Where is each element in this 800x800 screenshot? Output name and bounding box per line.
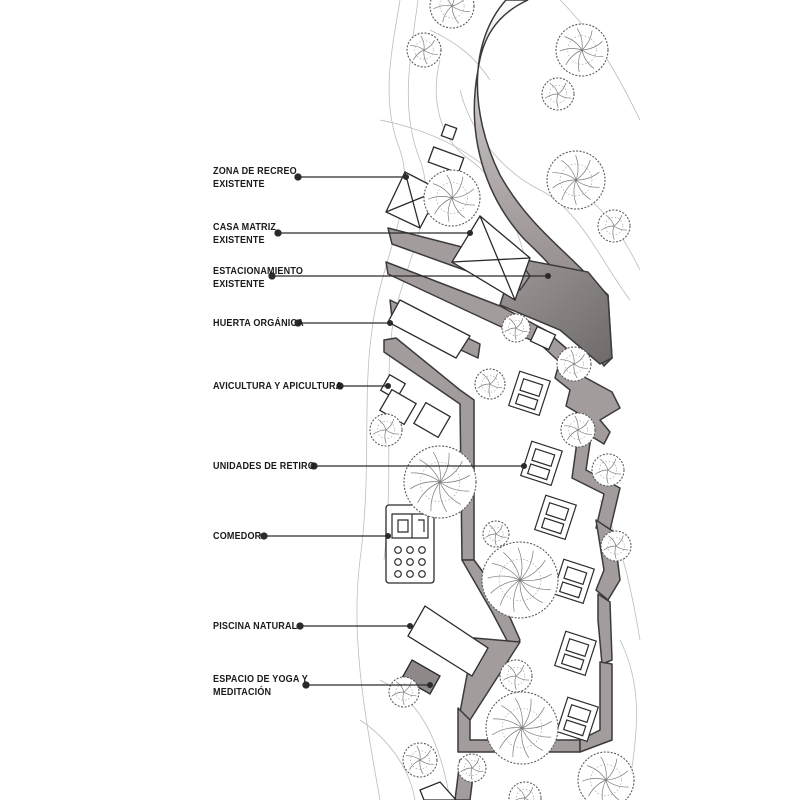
topographic-contours — [356, 0, 641, 800]
tree-icon — [388, 676, 420, 708]
label-zona-recreo-line2: EXISTENTE — [213, 177, 265, 190]
tree-icon — [402, 742, 438, 778]
label-avicultura-line1: AVICULTURA Y APICULTURA — [213, 380, 343, 392]
label-estacionamiento-line1: ESTACIONAMIENTO — [213, 265, 304, 277]
label-unidades-retiro-line1: UNIDADES DE RETIRO — [213, 460, 315, 472]
tree-icon — [577, 751, 635, 800]
label-huerta-line1: HUERTA ORGÁNICA — [213, 317, 304, 329]
label-unidades-retiro: UNIDADES DE RETIRO — [213, 460, 315, 473]
tree-icon — [501, 313, 531, 343]
label-estacionamiento: ESTACIONAMIENTO EXISTENTE — [213, 265, 303, 290]
label-comedor-line1: COMEDOR — [213, 530, 262, 542]
tree-icon — [481, 541, 559, 619]
tree-icon — [508, 781, 542, 800]
tree-icon — [499, 659, 533, 693]
label-zona-recreo: ZONA DE RECREO EXISTENTE — [213, 165, 297, 190]
label-casa-matriz-line2: EXISTENTE — [213, 233, 265, 246]
label-estacionamiento-line2: EXISTENTE — [213, 277, 265, 290]
tree-icon — [546, 150, 606, 210]
label-casa-matriz-line1: CASA MATRIZ — [213, 221, 277, 233]
tree-icon — [555, 23, 609, 77]
label-piscina: PISCINA NATURAL — [213, 620, 297, 633]
label-yoga-line1: ESPACIO DE YOGA Y — [213, 673, 308, 685]
tree-icon — [541, 77, 575, 111]
tree-icon — [403, 445, 477, 519]
tree-icon — [597, 209, 631, 243]
trees — [369, 0, 635, 800]
tree-icon — [560, 412, 596, 448]
tree-icon — [591, 453, 625, 487]
tree-icon — [423, 169, 481, 227]
comedor-detail — [391, 513, 429, 578]
tree-icon — [556, 346, 592, 382]
tree-icon — [406, 32, 442, 68]
label-yoga-line2: MEDITACIÓN — [213, 685, 272, 698]
leader-lines — [260, 173, 552, 689]
tree-icon — [482, 520, 510, 548]
label-huerta: HUERTA ORGÁNICA — [213, 317, 304, 330]
retreat-units — [507, 370, 600, 743]
label-comedor: COMEDOR — [213, 530, 261, 543]
tree-icon — [474, 368, 506, 400]
structures — [378, 123, 557, 800]
label-piscina-line1: PISCINA NATURAL — [213, 620, 298, 632]
label-casa-matriz: CASA MATRIZ EXISTENTE — [213, 221, 276, 246]
tree-icon — [429, 0, 475, 29]
parking-area — [499, 257, 613, 365]
tree-icon — [457, 753, 487, 783]
label-avicultura: AVICULTURA Y APICULTURA — [213, 380, 342, 393]
label-zona-recreo-line1: ZONA DE RECREO — [213, 165, 297, 177]
tree-icon — [485, 691, 559, 765]
tree-icon — [600, 530, 632, 562]
tree-icon — [369, 413, 403, 447]
label-yoga: ESPACIO DE YOGA Y MEDITACIÓN — [213, 673, 308, 698]
